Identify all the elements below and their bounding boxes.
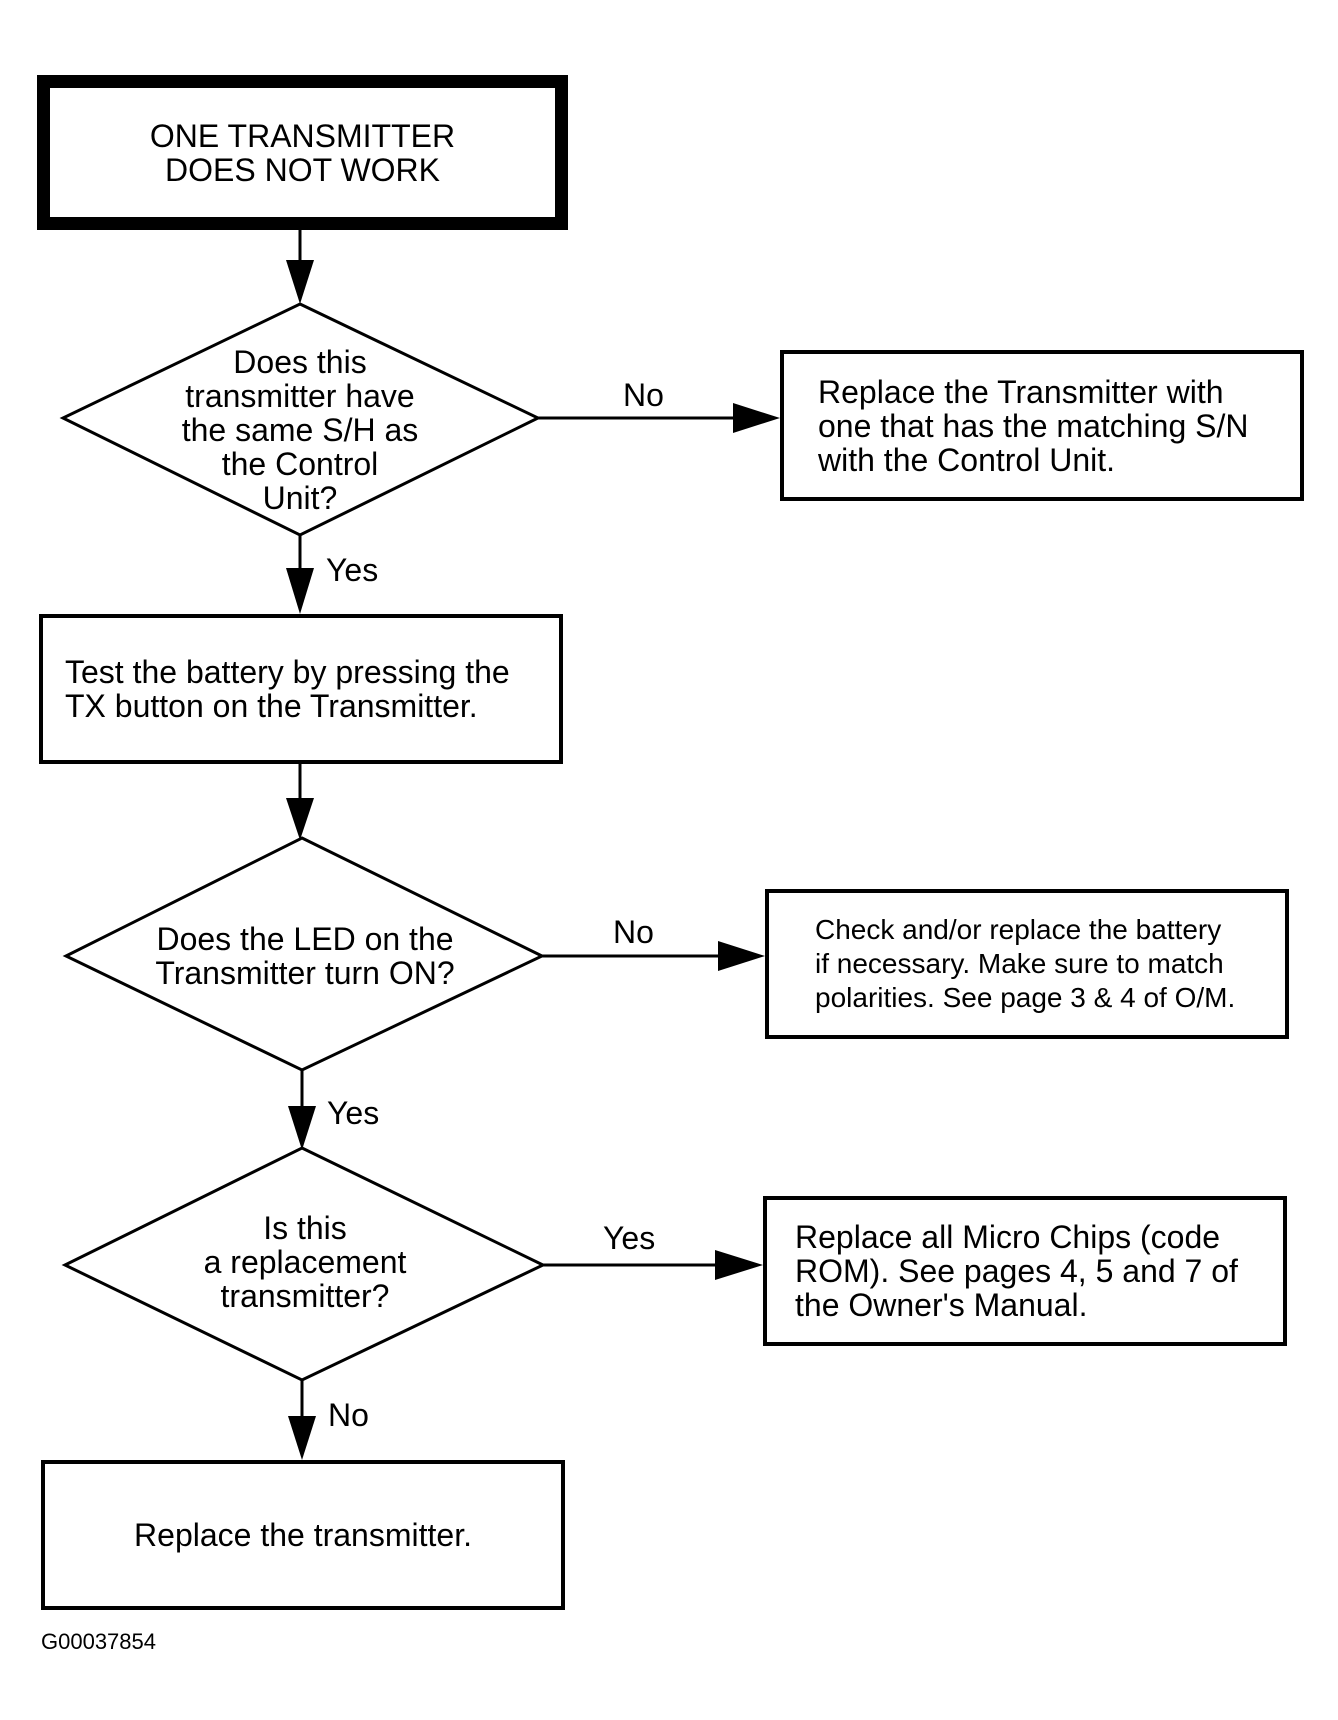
action-replace-chips-line-3: the Owner's Manual. [795, 1287, 1088, 1323]
action-replace-transmitter-line-1: Replace the transmitter. [134, 1516, 472, 1553]
decision-replacement-line-2: a replacement [203, 1244, 407, 1280]
label-sn-yes: Yes [326, 552, 379, 588]
arrowhead-to-replacement [288, 1106, 316, 1150]
start-line-1: ONE TRANSMITTER [149, 117, 456, 154]
action-test-battery-line-1: Test the battery by pressing the [65, 654, 510, 690]
start-box: ONE TRANSMITTER DOES NOT WORK [37, 75, 568, 230]
figure-code: G00037854 [41, 1629, 156, 1654]
action-replace-chips-box: Replace all Micro Chips (code ROM). See … [763, 1196, 1287, 1346]
decision-replacement-line-1: Is this [263, 1210, 347, 1246]
decision-sn-text: Does this transmitter have the same S/H … [150, 345, 450, 515]
decision-led-line-2: Transmitter turn ON? [155, 955, 455, 991]
action-check-battery-line-2: if necessary. Make sure to match [815, 948, 1224, 979]
action-check-battery-box: Check and/or replace the battery if nece… [765, 889, 1289, 1039]
label-replacement-no: No [328, 1397, 369, 1433]
action-replace-matching-line-2: one that has the matching S/N [818, 407, 1249, 444]
arrowhead-to-replace-matching [733, 403, 780, 433]
label-sn-no: No [623, 377, 664, 413]
arrowhead-to-replace-chips [715, 1250, 763, 1280]
action-replace-matching-line-1: Replace the Transmitter with [818, 373, 1224, 410]
arrowhead-to-sn [286, 260, 314, 304]
action-replace-chips-line-2: ROM). See pages 4, 5 and 7 of [795, 1253, 1238, 1289]
decision-replacement-line-3: transmitter? [220, 1278, 390, 1314]
action-check-battery-line-3: polarities. See page 3 & 4 of O/M. [815, 982, 1236, 1013]
decision-sn-line-4: the Control [221, 446, 379, 482]
decision-sn-line-2: transmitter have [185, 378, 415, 414]
arrowhead-to-replace-transmitter [288, 1416, 316, 1460]
decision-sn-line-3: the same S/H as [181, 412, 419, 448]
arrowhead-to-led [286, 798, 314, 840]
action-check-battery-line-1: Check and/or replace the battery [815, 914, 1222, 945]
action-replace-transmitter-box: Replace the transmitter. [41, 1460, 565, 1610]
arrowhead-to-test-battery [286, 568, 314, 614]
action-replace-chips-line-1: Replace all Micro Chips (code [795, 1219, 1221, 1255]
action-test-battery-box: Test the battery by pressing the TX butt… [39, 614, 563, 764]
decision-led-text: Does the LED on the Transmitter turn ON? [130, 922, 480, 990]
label-led-no: No [613, 914, 654, 950]
action-replace-matching-box: Replace the Transmitter with one that ha… [780, 350, 1304, 501]
decision-led-line-1: Does the LED on the [156, 921, 454, 957]
label-led-yes: Yes [327, 1095, 380, 1131]
decision-sn-line-1: Does this [233, 344, 367, 380]
decision-sn-line-5: Unit? [262, 480, 338, 516]
start-line-2: DOES NOT WORK [165, 151, 440, 188]
label-replacement-yes: Yes [603, 1220, 656, 1256]
arrowhead-to-check-battery [718, 941, 765, 971]
action-test-battery-line-2: TX button on the Transmitter. [65, 688, 478, 724]
action-replace-matching-line-3: with the Control Unit. [818, 441, 1116, 478]
decision-replacement-text: Is this a replacement transmitter? [160, 1211, 450, 1313]
